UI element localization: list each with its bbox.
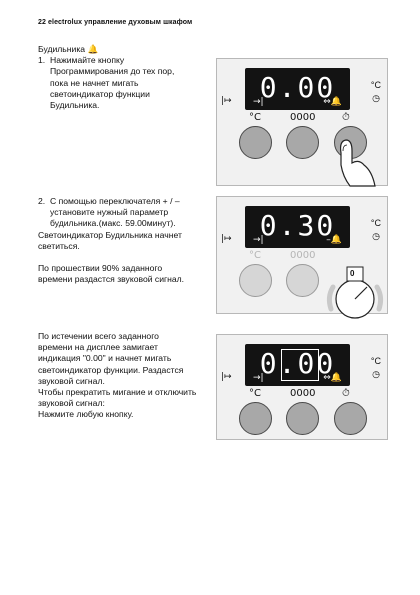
step3-line-4: светоиндикатор функции. Раздастся xyxy=(38,364,184,375)
step3-line-8: Нажмите любую кнопку. xyxy=(38,409,134,420)
step1-line-2: Программирования до тех пор, xyxy=(50,66,175,77)
step1-line-5: Будильника. xyxy=(50,100,100,111)
oven-panel-2: 0.30 →| –🔔 °C ◷ |↦ °C 0000 0 xyxy=(216,196,388,319)
step1-number: 1. xyxy=(38,55,46,66)
page-header: 22 electrolux управление духовым шкафом xyxy=(38,19,193,26)
temperature-button[interactable] xyxy=(239,126,272,159)
step3-line-6: Чтобы прекратить мигание и отключить xyxy=(38,387,197,398)
arrow-icon: →| xyxy=(253,97,264,107)
end-arrow-icon: |↦ xyxy=(221,96,232,106)
knob-value-label: 0 xyxy=(350,269,355,278)
programming-button[interactable] xyxy=(334,402,367,435)
bell-icon: ⇔🔔 xyxy=(323,97,342,107)
mid-button-label: 0000 xyxy=(290,250,316,261)
clock-button-label: ⏱ xyxy=(342,388,350,399)
section2-text: 2. С помощью переключателя + / – установи… xyxy=(38,196,184,285)
side-temp-label: °C xyxy=(370,80,381,90)
section3-text: По истечении всего заданного времени на … xyxy=(38,331,196,421)
temp-button-label: °C xyxy=(249,112,261,123)
clock-icon: ◷ xyxy=(372,370,380,380)
bell-icon: ⇔🔔 xyxy=(323,373,342,383)
step3-line-7: звуковой сигнал: xyxy=(38,398,105,409)
step3-line-1: По истечении всего заданного xyxy=(38,331,159,341)
side-temp-label: °C xyxy=(370,356,381,366)
step1-line-3: пока не начнет мигать xyxy=(50,77,139,88)
step2-after-2: светиться. xyxy=(38,240,80,251)
bell-icon: 🔔 xyxy=(87,44,99,54)
end-arrow-icon: |↦ xyxy=(221,234,232,244)
step2-number: 2. xyxy=(38,196,46,206)
function-button[interactable] xyxy=(286,264,319,297)
flash-highlight xyxy=(281,349,319,381)
temperature-button[interactable] xyxy=(239,402,272,435)
clock-button-label: ⏱ xyxy=(342,112,350,123)
clock-icon: ◷ xyxy=(372,94,380,104)
oven-panel-1: 0.00 →| ⇔🔔 °C ◷ |↦ °C 0000 ⏱ xyxy=(216,58,388,187)
step1-line-1: Нажимайте кнопку xyxy=(50,55,125,66)
end-arrow-icon: |↦ xyxy=(221,372,232,382)
clock-icon: ◷ xyxy=(372,232,380,242)
mid-button-label: 0000 xyxy=(290,388,316,399)
temp-button-label: °C xyxy=(249,250,261,261)
step3-line-5: звуковой сигнал. xyxy=(38,375,105,386)
temperature-button[interactable] xyxy=(239,264,272,297)
step2-line-1: С помощью переключателя + / – xyxy=(50,196,180,206)
display-digits: 0.00 xyxy=(259,71,336,104)
function-button[interactable] xyxy=(286,126,319,159)
selector-knob[interactable] xyxy=(323,263,387,319)
step1-line-4: светоиндикатор функции xyxy=(50,88,150,99)
step2-note-1: По прошествии 90% заданного xyxy=(38,263,163,274)
step2-after-1: Светоиндикатор Будильника начнет xyxy=(38,229,182,240)
step2-line-2: установите нужный параметр xyxy=(50,207,169,218)
side-temp-label: °C xyxy=(370,218,381,228)
step3-line-2: времени на дисплее замигает xyxy=(38,342,158,353)
arrow-icon: →| xyxy=(253,235,264,245)
display-digits: 0.30 xyxy=(259,209,336,242)
display-digits: 0.00 xyxy=(259,347,336,380)
step3-line-3: индикация "0.00" и начнет мигать xyxy=(38,353,172,364)
display-screen: 0.30 →| –🔔 xyxy=(245,206,350,248)
step2-note-2: времени раздастся звуковой сигнал. xyxy=(38,274,185,285)
bell-icon: –🔔 xyxy=(326,235,342,245)
function-button[interactable] xyxy=(286,402,319,435)
step2-line-3: будильника.(макс. 59.00минут). xyxy=(50,218,176,229)
display-screen: 0.00 →| ⇔🔔 xyxy=(245,68,350,110)
oven-panel-3: 0.00 →| ⇔🔔 °C ◷ |↦ °C 0000 ⏱ xyxy=(216,334,388,440)
display-screen: 0.00 →| ⇔🔔 xyxy=(245,344,350,386)
arrow-icon: →| xyxy=(253,373,264,383)
section1-text: Будильника 🔔 1. Нажимайте кнопку Программ… xyxy=(38,44,174,111)
temp-button-label: °C xyxy=(249,388,261,399)
mid-button-label: 0000 xyxy=(290,112,316,123)
finger-press-icon xyxy=(339,139,376,187)
section1-title: Будильника xyxy=(38,44,88,54)
